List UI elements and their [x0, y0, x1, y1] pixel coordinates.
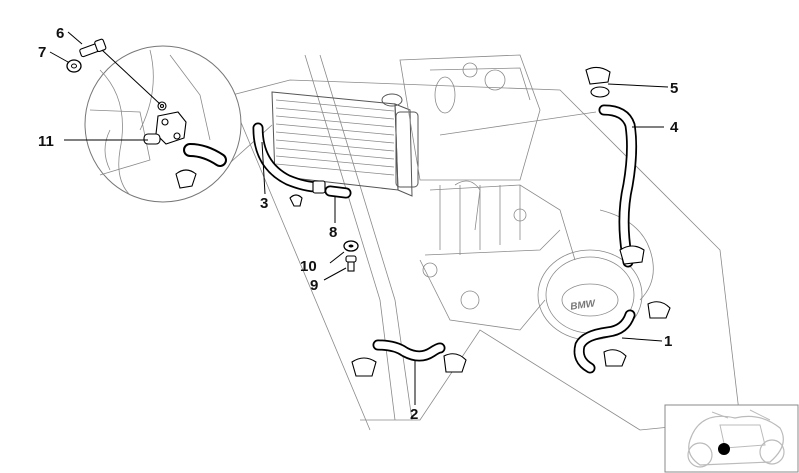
inset-detail	[84, 45, 273, 203]
callout-10: 10	[300, 258, 317, 275]
washer-part-7	[66, 59, 82, 73]
hose-part-8	[324, 185, 352, 199]
callout-11: 11	[38, 133, 54, 150]
clamp-part-4	[619, 245, 645, 265]
radiator	[271, 91, 419, 197]
bolt-part-6	[79, 38, 107, 58]
engine-logo: BMW	[570, 298, 598, 313]
bolt-part-9	[345, 255, 357, 272]
hose-part-1	[573, 309, 636, 374]
callouts: 6 7 11 3 8 10 9 2 1 4 5	[38, 25, 679, 423]
callout-8: 8	[329, 224, 337, 241]
clamp-part-1	[603, 301, 671, 367]
clamp-part-3	[289, 194, 303, 207]
engine-sketch: BMW	[231, 54, 741, 431]
callout-3: 3	[260, 195, 268, 212]
clamp-part-2	[351, 353, 467, 377]
callout-4: 4	[670, 119, 679, 136]
callout-6: 6	[56, 25, 64, 42]
washer-part-10	[343, 240, 359, 252]
callout-5: 5	[670, 80, 678, 97]
motorcycle-locator-icon	[687, 409, 785, 468]
callout-2: 2	[410, 406, 418, 423]
clamp-part-5	[585, 66, 611, 98]
locator-thumbnail	[664, 404, 799, 473]
leader-lines	[49, 31, 669, 405]
callout-9: 9	[310, 277, 318, 294]
callout-7: 7	[38, 44, 46, 61]
hose-part-4	[598, 104, 638, 268]
location-marker	[718, 443, 730, 455]
hose-part-2	[372, 339, 446, 362]
hose-part-3	[252, 122, 326, 194]
callout-1: 1	[664, 333, 672, 350]
